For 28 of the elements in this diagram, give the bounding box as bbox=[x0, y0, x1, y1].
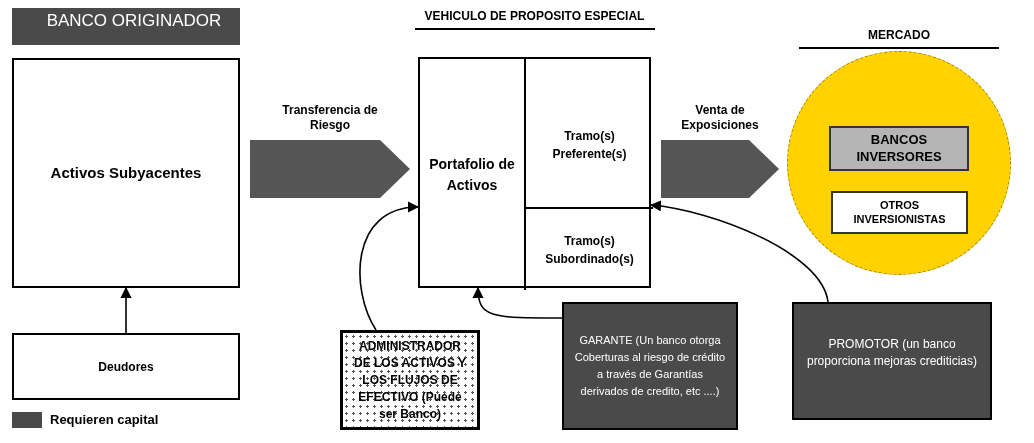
node-text: Deudores bbox=[97, 358, 155, 376]
section-heading: MERCADO bbox=[799, 28, 999, 49]
investor-box bbox=[831, 191, 968, 234]
arrow bbox=[472, 286, 563, 319]
dotted-box bbox=[340, 330, 480, 430]
node-text: Activos Subyacentes bbox=[49, 162, 203, 183]
section-heading: VEHICULO DE PROPOSITO ESPECIAL bbox=[414, 9, 655, 30]
node-text: Portafolio de Activos bbox=[428, 154, 516, 195]
node-text: OTROS INVERSIONISTAS bbox=[852, 198, 947, 227]
process-box bbox=[12, 333, 240, 400]
arrow bbox=[120, 286, 132, 334]
node-text: BANCO ORIGINADOR bbox=[45, 10, 223, 32]
node-text: ADMINISTRADOR DE LOS ACTIVOS Y LOS FLUJOS DE EFECTIVO (Puede ser Banco) bbox=[353, 337, 467, 423]
section-header bbox=[12, 8, 240, 45]
node-text: Tramo(s) Preferente(s) bbox=[551, 128, 628, 163]
node-text: BANCOS INVERSORES bbox=[855, 132, 943, 165]
node-text: PROMOTOR (un banco proporciona mejoras crediticias) bbox=[805, 336, 979, 370]
investor-box bbox=[829, 126, 969, 171]
legend-text: Requieren capital bbox=[50, 411, 159, 429]
block-arrow bbox=[661, 140, 779, 198]
capital-box bbox=[792, 302, 992, 420]
node-text: Tramo(s) Subordinado(s) bbox=[544, 232, 635, 268]
process-box bbox=[12, 58, 240, 288]
arrow bbox=[359, 202, 420, 331]
capital-box bbox=[562, 302, 738, 430]
arrow bbox=[649, 200, 829, 303]
node-text: GARANTE (Un banco otorga Coberturas al riesgo de crédito a través de Garantías derivados de credito, etc ....) bbox=[573, 333, 727, 399]
block-arrow bbox=[250, 140, 410, 198]
